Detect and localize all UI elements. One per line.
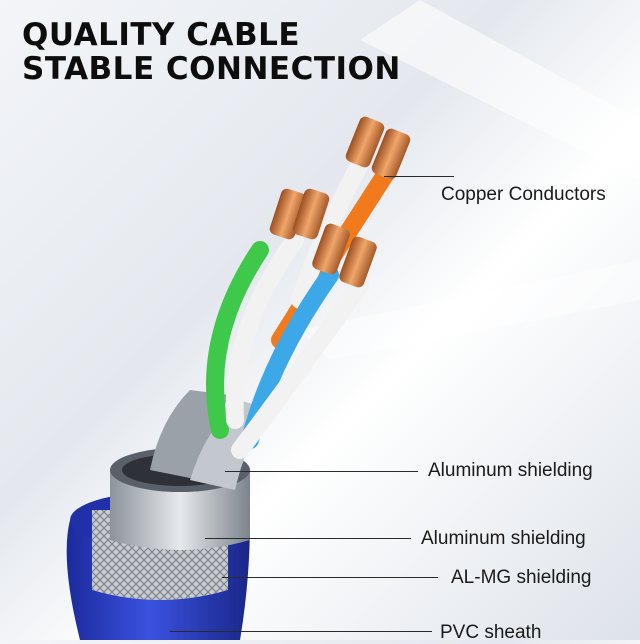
headline: QUALITY CABLE STABLE CONNECTION [22, 18, 401, 86]
copper-conductor-tips [269, 116, 411, 288]
callout-aluminum-shielding-inner: Aluminum shielding [428, 460, 593, 481]
leader-copper-conductors [384, 176, 454, 177]
callout-copper-conductors: Copper Conductors [441, 184, 606, 205]
headline-line-2: STABLE CONNECTION [22, 51, 401, 87]
callout-al-mg-shielding: AL-MG shielding [451, 567, 592, 588]
callout-pvc-sheath: PVC sheath [440, 622, 542, 643]
light-streaks [300, 0, 640, 360]
headline-line-1: QUALITY CABLE [22, 17, 301, 53]
leader-aluminum-shielding-inner [225, 471, 418, 472]
leader-pvc-sheath [170, 631, 432, 632]
leader-al-mg-shielding [222, 577, 438, 578]
callout-aluminum-shielding-outer: Aluminum shielding [421, 528, 586, 549]
leader-aluminum-shielding-outer [205, 538, 411, 539]
